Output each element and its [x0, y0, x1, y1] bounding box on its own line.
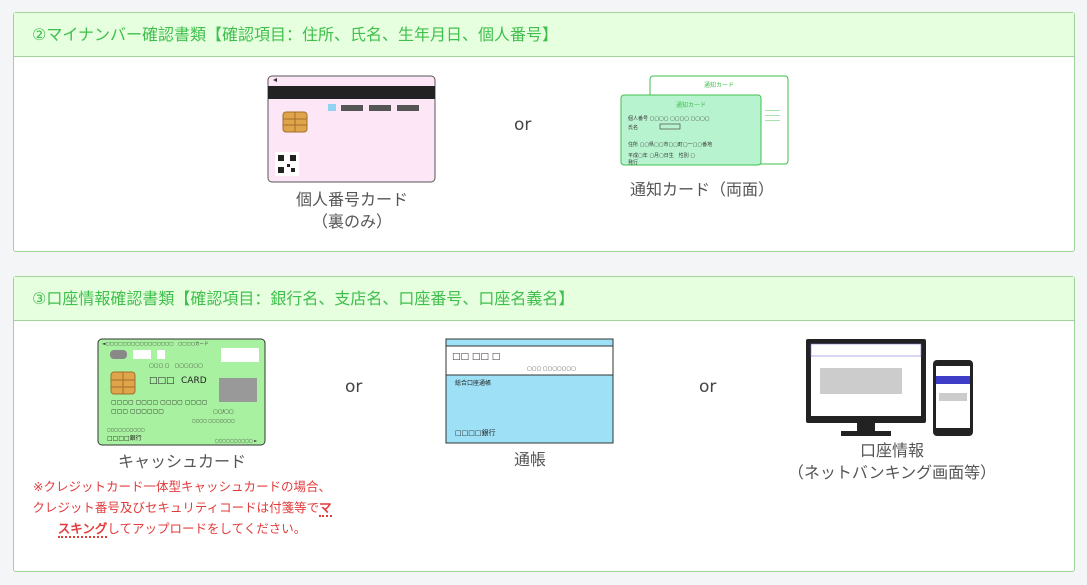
- passbook-bank: □□□□銀行: [455, 428, 495, 437]
- svg-text:▢▢▢▢ ▢▢▢▢▢▢▢: ▢▢▢▢ ▢▢▢▢▢▢▢: [192, 418, 235, 423]
- masking-emphasis: マスキング: [57, 500, 332, 538]
- netbanking-item: 口座情報 （ネットバンキング画面等）: [772, 338, 1012, 484]
- cash-card-illustration: ◄▢▢▢▢▢▢▢▢▢▢▢▢▢▢▢▢ ▢▢▢▢カード ▢▢▢ ▢ ▢▢▢▢▢▢ □…: [97, 338, 266, 446]
- bank-docs-section: ③口座情報確認書類【確認項目：銀行名、支店名、口座番号、口座名義名】 ◄▢▢▢▢…: [13, 276, 1075, 572]
- svg-text:通知カード: 通知カード: [704, 81, 734, 89]
- svg-text:発行: 発行: [628, 159, 638, 166]
- netbanking-caption-sub: （ネットバンキング画面等）: [787, 463, 997, 482]
- svg-text:氏名: 氏名: [628, 124, 638, 131]
- cash-card-label: CARD: [181, 376, 207, 386]
- svg-text:▢▢▢▢▢▢▢▢▢▢: ▢▢▢▢▢▢▢▢▢▢: [107, 427, 145, 432]
- notice-card-caption: 通知カード（両面）: [629, 180, 774, 199]
- or-label: or: [514, 115, 532, 135]
- or-label: or: [345, 377, 363, 397]
- svg-text:個人番号 ▢▢▢▢ ▢▢▢▢ ▢▢▢▢: 個人番号 ▢▢▢▢ ▢▢▢▢ ▢▢▢▢: [628, 115, 710, 122]
- netbanking-caption: 口座情報: [859, 441, 924, 460]
- masking-note: ※クレジットカード一体型キャッシュカードの場合、クレジット番号及びセキュリティコ…: [32, 476, 332, 539]
- svg-text:▢▢▢▢ ▢▢▢▢ ▢▢▢▢ ▢▢▢▢: ▢▢▢▢ ▢▢▢▢ ▢▢▢▢ ▢▢▢▢: [111, 399, 207, 406]
- notice-card-item: 通知カード 通知カード 個人番号 ▢▢▢▢ ▢▢▢▢ ▢▢▢▢ 氏名 住所 ▢▢…: [612, 75, 792, 201]
- cash-card-caption: キャッシュカード: [117, 452, 246, 471]
- svg-text:□□□: □□□: [149, 376, 175, 386]
- passbook-item: □□ □□ □ ▢▢▢ ▢▢▢▢▢▢▢ 総合口座通帳 □□□□銀行 通帳: [430, 338, 630, 471]
- svg-text:▢▢▢ ▢▢▢▢▢▢▢: ▢▢▢ ▢▢▢▢▢▢▢: [527, 366, 576, 372]
- notice-card-illustration: 通知カード 通知カード 個人番号 ▢▢▢▢ ▢▢▢▢ ▢▢▢▢ 氏名 住所 ▢▢…: [620, 75, 789, 166]
- notice-card-title: 通知カード: [676, 101, 706, 109]
- mynumber-docs-section: ②マイナンバー確認書類【確認項目：住所、氏名、生年月日、個人番号】 個人番号カー…: [13, 12, 1075, 252]
- cash-card-item: ◄▢▢▢▢▢▢▢▢▢▢▢▢▢▢▢▢ ▢▢▢▢カード ▢▢▢ ▢ ▢▢▢▢▢▢ □…: [32, 338, 332, 539]
- mynumber-card-illustration: [267, 75, 436, 183]
- mynumber-card-caption: 個人番号カード: [295, 190, 408, 209]
- svg-text:◄▢▢▢▢▢▢▢▢▢▢▢▢▢▢▢▢ ▢▢▢▢カード: ◄▢▢▢▢▢▢▢▢▢▢▢▢▢▢▢▢ ▢▢▢▢カード: [102, 341, 209, 347]
- svg-text:▢▢▢ ▢▢▢▢▢▢: ▢▢▢ ▢▢▢▢▢▢: [111, 408, 164, 415]
- masking-note-text-2: してアップロードをしてください。: [107, 521, 307, 536]
- masking-note-text-1: ※クレジットカード一体型キャッシュカードの場合、クレジット番号及びセキュリティコ…: [32, 479, 331, 515]
- svg-text:▢▢▢ ▢ ▢▢▢▢▢▢: ▢▢▢ ▢ ▢▢▢▢▢▢: [149, 363, 203, 369]
- mynumber-card-caption-sub: （裏のみ）: [311, 212, 392, 231]
- netbanking-illustration: [805, 339, 973, 436]
- svg-text:住所 ▢▢県▢▢市▢▢町▢一▢▢番地: 住所 ▢▢県▢▢市▢▢町▢一▢▢番地: [628, 141, 712, 148]
- mynumber-card-item: 個人番号カード （裏のみ）: [242, 75, 462, 233]
- passbook-caption: 通帳: [513, 450, 546, 469]
- svg-text:平成▢年 ▢月▢日生 性別 ▢: 平成▢年 ▢月▢日生 性別 ▢: [628, 152, 695, 159]
- passbook-illustration: □□ □□ □ ▢▢▢ ▢▢▢▢▢▢▢ 総合口座通帳 □□□□銀行: [445, 338, 614, 444]
- passbook-title: 総合口座通帳: [455, 379, 491, 387]
- svg-text:▢▢▢▢▢▢▢▢▢▢ ►: ▢▢▢▢▢▢▢▢▢▢ ►: [215, 438, 258, 443]
- bank-docs-title: ③口座情報確認書類【確認項目：銀行名、支店名、口座番号、口座名義名】: [14, 277, 1074, 321]
- mynumber-docs-title: ②マイナンバー確認書類【確認項目：住所、氏名、生年月日、個人番号】: [14, 13, 1074, 57]
- or-label: or: [699, 377, 717, 397]
- svg-text:□□ □□ □: □□ □□ □: [452, 352, 500, 362]
- cash-card-bank: □□□□銀行: [107, 434, 142, 442]
- svg-text:▢▢/▢▢: ▢▢/▢▢: [213, 409, 234, 415]
